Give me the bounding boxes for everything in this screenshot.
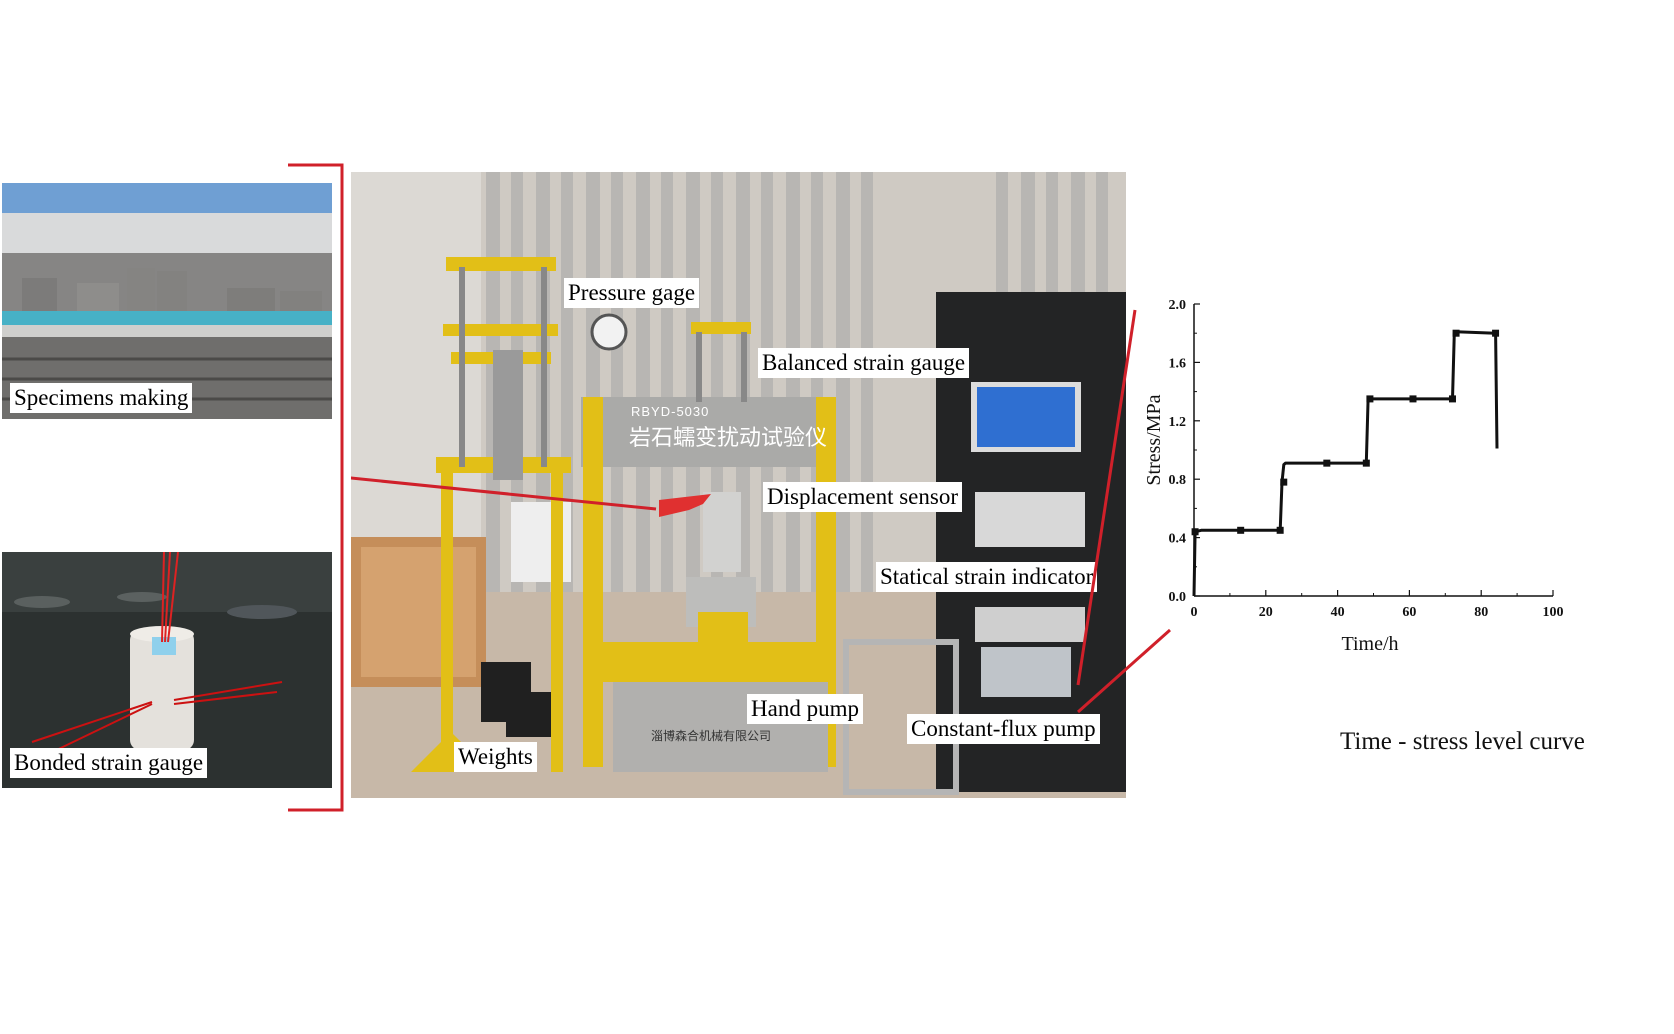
specimens-photo: Specimens making <box>2 183 332 419</box>
stress-curve <box>1192 330 1499 597</box>
y-tick-label: 2.0 <box>1169 300 1187 313</box>
x-axis-label: Time/h <box>1341 633 1398 655</box>
machine-name: 岩石蠕变扰动试验仪 <box>629 426 828 451</box>
label-statical-strain-indicator: Statical strain indicator <box>876 562 1098 592</box>
x-tick-label: 40 <box>1331 605 1345 620</box>
data-point-marker <box>1276 526 1284 534</box>
label-constant-flux-pump: Constant-flux pump <box>907 714 1100 744</box>
data-point-marker <box>1366 395 1374 403</box>
data-point-marker <box>1280 478 1288 486</box>
y-tick-label: 1.6 <box>1169 356 1187 371</box>
machine-model: RBYD-5030 <box>631 404 710 419</box>
chart-axes <box>1193 304 1553 597</box>
data-point-marker <box>1323 459 1331 467</box>
y-axis-label: Stress/MPa <box>1143 394 1165 485</box>
data-point-marker <box>1362 459 1370 467</box>
label-hand-pump: Hand pump <box>747 694 863 724</box>
label-pressure-gage: Pressure gage <box>564 278 700 308</box>
chart-ticks: 0 20 40 60 80 100 0.0 0.4 0.8 1.2 1.6 2.0 <box>1169 300 1564 620</box>
manufacturer-text: 淄博森合机械有限公司 <box>651 729 772 743</box>
y-tick-label: 1.2 <box>1169 415 1187 430</box>
chart-series <box>1191 329 1500 597</box>
label-weights: Weights <box>454 742 537 772</box>
stress-time-chart: 0 20 40 60 80 100 0.0 0.4 0.8 1.2 1.6 2.0 Time/h St… <box>1143 300 1564 655</box>
y-tick-label: 0.0 <box>1169 590 1187 605</box>
data-point-marker <box>1452 329 1460 337</box>
bonded-gauge-photo: Bonded strain gauge <box>2 552 332 788</box>
apparatus-photo: RBYD-5030 岩石蠕变扰动试验仪 淄博森合机械有限公司 Pressure … <box>351 172 1126 798</box>
x-tick-label: 80 <box>1474 605 1488 620</box>
y-tick-label: 0.8 <box>1169 473 1187 488</box>
apparatus-illustration <box>351 172 1126 798</box>
data-point-marker <box>1448 395 1456 403</box>
bonded-label: Bonded strain gauge <box>10 748 208 778</box>
data-point-marker <box>1191 528 1199 536</box>
x-tick-label: 60 <box>1402 605 1416 620</box>
panel-bracket <box>288 163 344 812</box>
specimens-label: Specimens making <box>10 383 193 413</box>
specimens-illustration <box>2 183 332 419</box>
label-balanced-strain-gauge: Balanced strain gauge <box>758 348 970 378</box>
data-point-marker <box>1409 395 1417 403</box>
chart-connector-lines <box>1076 309 1171 714</box>
y-tick-label: 0.4 <box>1169 532 1187 547</box>
x-tick-label: 100 <box>1543 605 1564 620</box>
data-point-marker <box>1492 329 1500 337</box>
x-tick-label: 0 <box>1191 605 1198 620</box>
data-point-marker <box>1237 526 1245 534</box>
x-tick-label: 20 <box>1259 605 1273 620</box>
label-displacement-sensor: Displacement sensor <box>763 482 962 512</box>
chart-caption: Time - stress level curve <box>1340 728 1585 755</box>
